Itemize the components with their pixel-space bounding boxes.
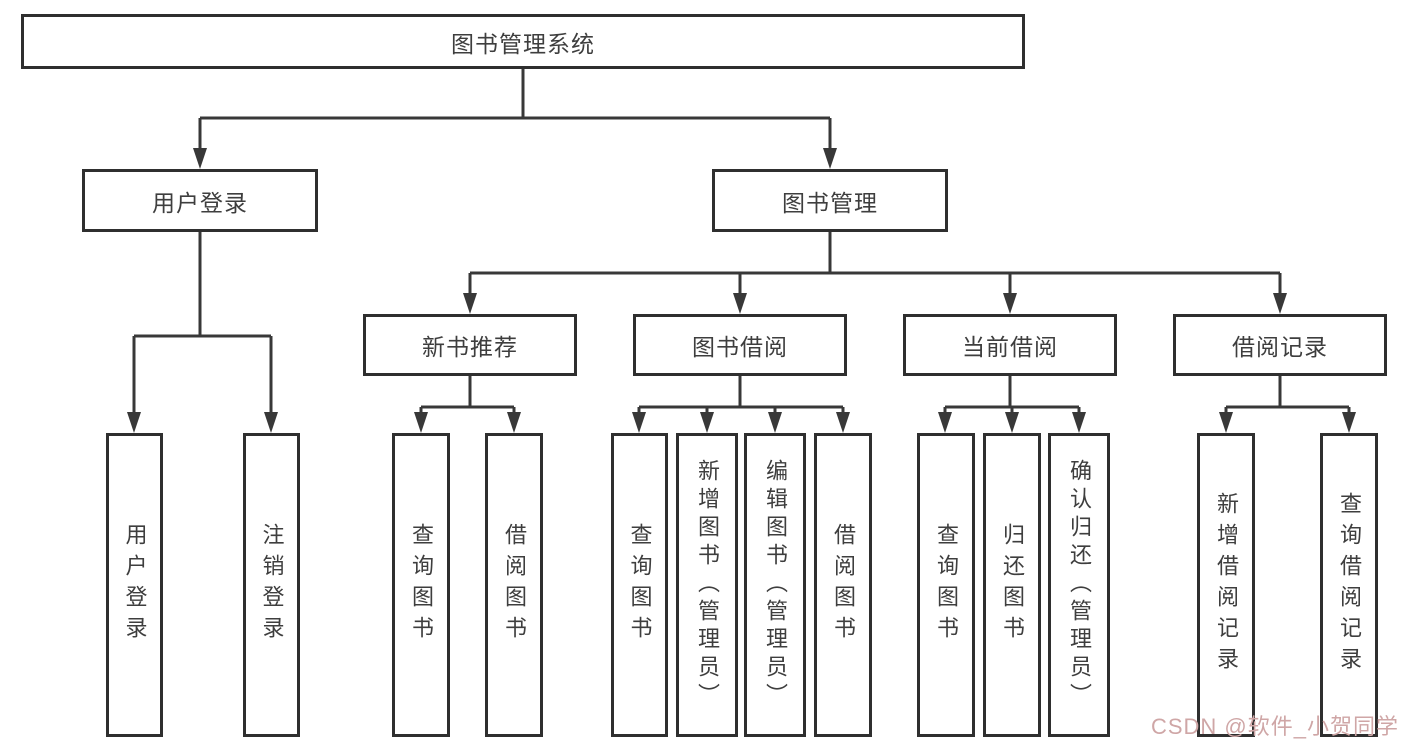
node-label: 借阅记录 (1232, 334, 1328, 360)
leaf-query-books-borrowing: 查询图书 (611, 433, 668, 737)
node-book-management-system: 图书管理系统 (21, 14, 1025, 69)
node-label: 注销登录 (259, 523, 285, 647)
leaf-query-books-current: 查询图书 (917, 433, 975, 737)
csdn-watermark: CSDN @软件_小贺同学 (1150, 714, 1399, 739)
node-label: 用户登录 (152, 189, 248, 216)
node-label: 查询图书 (627, 523, 653, 647)
node-label: 新书推荐 (422, 334, 518, 360)
leaf-borrow-books: 借阅图书 (814, 433, 872, 737)
node-label: 新增借阅记录 (1214, 492, 1239, 678)
node-label: 查询借阅记录 (1337, 492, 1362, 678)
node-label: 查询图书 (409, 523, 434, 647)
node-label: 新增图书（管理员） (695, 459, 720, 711)
leaf-query-borrow-record: 查询借阅记录 (1320, 433, 1378, 737)
node-book-borrowing: 图书借阅 (633, 314, 847, 376)
leaf-user-login: 用户登录 (106, 433, 163, 737)
node-label: 借阅图书 (502, 523, 527, 647)
node-label: 借阅图书 (831, 523, 856, 647)
leaf-logout: 注销登录 (243, 433, 300, 737)
node-label: 确认归还（管理员） (1067, 459, 1092, 711)
node-borrow-records: 借阅记录 (1173, 314, 1387, 376)
node-label: 当前借阅 (962, 334, 1058, 360)
node-book-management-branch: 图书管理 (712, 169, 948, 232)
node-label: 图书管理系统 (451, 30, 595, 57)
node-new-book-recommend: 新书推荐 (363, 314, 577, 376)
node-label: 查询图书 (934, 523, 959, 647)
node-label: 编辑图书（管理员） (763, 459, 788, 711)
node-label: 用户登录 (122, 523, 148, 647)
leaf-edit-book-admin: 编辑图书（管理员） (744, 433, 806, 737)
leaf-return-book: 归还图书 (983, 433, 1041, 737)
node-label: 归还图书 (1000, 523, 1025, 647)
node-current-borrowing: 当前借阅 (903, 314, 1117, 376)
leaf-borrow-books-recommend: 借阅图书 (485, 433, 543, 737)
node-user-login-branch: 用户登录 (82, 169, 318, 232)
arrowheads (127, 148, 1356, 433)
leaf-confirm-return-admin: 确认归还（管理员） (1048, 433, 1110, 737)
leaf-add-book-admin: 新增图书（管理员） (676, 433, 738, 737)
node-label: 图书管理 (782, 189, 878, 216)
leaf-query-books-recommend: 查询图书 (392, 433, 450, 737)
leaf-add-borrow-record: 新增借阅记录 (1197, 433, 1255, 737)
node-label: 图书借阅 (692, 334, 788, 360)
